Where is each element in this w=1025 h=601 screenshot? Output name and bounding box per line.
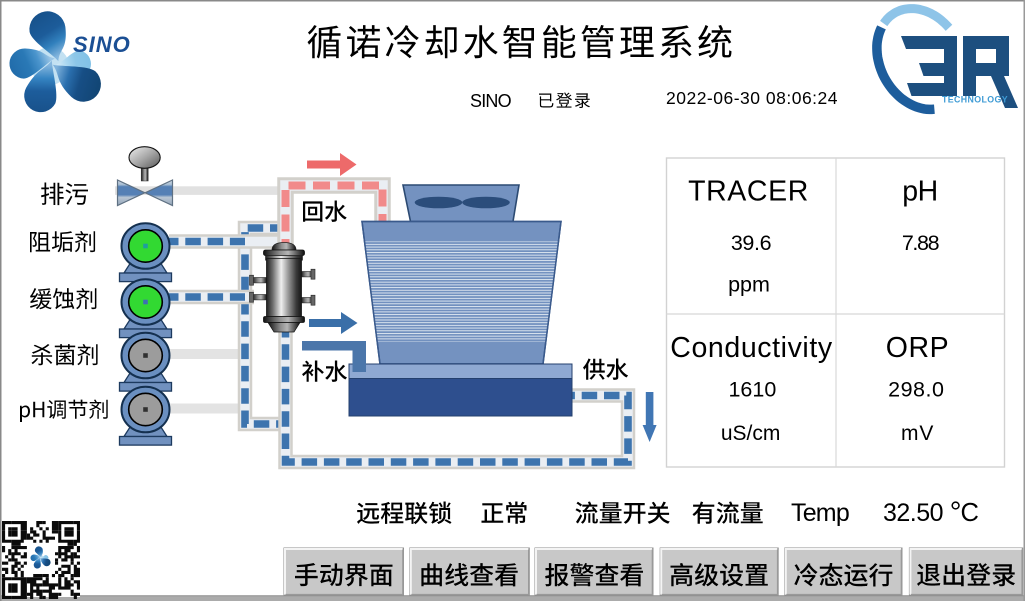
svg-text:32.50: 32.50 xyxy=(883,499,943,527)
svg-text:pH: pH xyxy=(902,176,937,208)
svg-text:TRACER: TRACER xyxy=(688,176,809,208)
svg-text:298.0: 298.0 xyxy=(888,378,944,402)
svg-text:mV: mV xyxy=(901,422,935,445)
svg-text:SINO: SINO xyxy=(470,91,512,111)
svg-text:ppm: ppm xyxy=(728,273,770,297)
svg-text:2022-06-30 08:06:24: 2022-06-30 08:06:24 xyxy=(666,88,838,108)
svg-text:1610: 1610 xyxy=(728,378,776,402)
svg-text:uS/cm: uS/cm xyxy=(721,422,781,445)
svg-text:Conductivity: Conductivity xyxy=(670,332,833,364)
svg-text:C: C xyxy=(961,499,979,527)
svg-text:ORP: ORP xyxy=(886,332,950,364)
svg-text:Temp: Temp xyxy=(791,499,849,527)
svg-text:SINO: SINO xyxy=(73,32,131,57)
svg-text:TECHNOLOGY: TECHNOLOGY xyxy=(942,95,1008,105)
svg-text:39.6: 39.6 xyxy=(731,231,772,255)
svg-text:7.88: 7.88 xyxy=(902,231,940,255)
